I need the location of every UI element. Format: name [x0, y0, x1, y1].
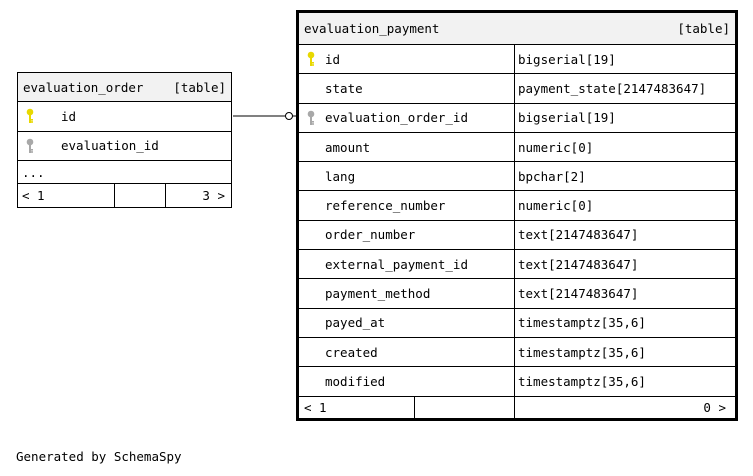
column-name: id	[61, 108, 77, 124]
column-name: payed_at	[325, 315, 386, 331]
column-name: id	[325, 51, 341, 67]
column-row[interactable]: external_payment_id text[2147483647]	[299, 250, 735, 280]
nav-right[interactable]: 3 >	[202, 188, 225, 203]
column-row[interactable]: lang bpchar[2]	[299, 162, 735, 192]
no-key-spacer	[306, 315, 316, 331]
column-name: reference_number	[325, 198, 446, 214]
column-row[interactable]: order_number text[2147483647]	[299, 220, 735, 251]
optional-cardinality-circle	[285, 112, 293, 120]
column-row[interactable]: amount numeric[0]	[299, 132, 735, 163]
column-row[interactable]: payed_at timestamptz[35,6]	[299, 308, 735, 338]
column-name-cell: order_number	[299, 220, 515, 250]
column-name: created	[325, 344, 378, 360]
column-name-cell: external_payment_id	[299, 250, 515, 279]
column-name: state	[325, 80, 363, 96]
table-kind: [table]	[677, 21, 730, 36]
no-key-spacer	[306, 286, 316, 302]
column-row[interactable]: state payment_state[2147483647]	[299, 74, 735, 104]
nav-left[interactable]: < 1	[299, 396, 415, 419]
column-type: numeric[0]	[518, 198, 594, 214]
evaluation-payment-table[interactable]: evaluation_payment [table] id bigserial[1…	[296, 10, 738, 421]
column-type: timestamptz[35,6]	[518, 315, 646, 331]
column-name: lang	[325, 168, 356, 184]
column-name-cell: id	[299, 45, 515, 74]
no-key-spacer	[306, 80, 316, 96]
column-row[interactable]: payment_method text[2147483647]	[299, 279, 735, 309]
column-name: evaluation_order_id	[325, 110, 468, 126]
column-name-cell: reference_number	[299, 191, 515, 220]
column-type: bigserial[19]	[518, 110, 616, 126]
column-name: evaluation_id	[61, 138, 159, 154]
key-icon	[306, 51, 316, 67]
column-row[interactable]: id	[18, 102, 231, 132]
column-name-cell: modified	[299, 367, 515, 396]
column-type: text[2147483647]	[518, 286, 639, 302]
column-type: payment_state[2147483647]	[518, 80, 707, 96]
column-name-cell: lang	[299, 162, 515, 191]
column-type: bigserial[19]	[518, 51, 616, 67]
foreign-key-icon	[306, 110, 316, 126]
column-type: text[2147483647]	[518, 227, 639, 243]
column-name-cell: id	[18, 102, 231, 131]
column-type: timestamptz[35,6]	[518, 373, 646, 389]
column-row[interactable]: id bigserial[19]	[299, 45, 735, 75]
column-name-cell: created	[299, 337, 515, 367]
column-name: modified	[325, 373, 386, 389]
table-name: evaluation_order	[23, 79, 144, 95]
nav-spacer	[415, 396, 515, 419]
column-type: timestamptz[35,6]	[518, 344, 646, 360]
table-header: evaluation_payment [table]	[299, 13, 735, 45]
column-row[interactable]: evaluation_order_id bigserial[19]	[299, 103, 735, 133]
column-name: amount	[325, 139, 371, 155]
foreign-key-icon	[25, 138, 35, 154]
column-row[interactable]: modified timestamptz[35,6]	[299, 367, 735, 397]
column-name-cell: payed_at	[299, 308, 515, 337]
table-footer: < 1 0 >	[299, 396, 735, 419]
table-header: evaluation_order [table]	[18, 73, 231, 102]
evaluation-order-table[interactable]: evaluation_order [table] id evaluation_id…	[17, 72, 232, 208]
column-name-cell: payment_method	[299, 279, 515, 308]
generated-by-footer: Generated by SchemaSpy	[16, 449, 182, 464]
table-kind: [table]	[173, 79, 226, 95]
nav-spacer	[115, 184, 166, 207]
column-name-cell: amount	[299, 132, 515, 162]
column-row[interactable]: reference_number numeric[0]	[299, 191, 735, 221]
column-type: text[2147483647]	[518, 256, 639, 272]
no-key-spacer	[306, 139, 316, 155]
column-name-cell: evaluation_order_id	[299, 103, 515, 132]
more-columns-ellipsis: ...	[18, 161, 231, 184]
column-name-cell: evaluation_id	[18, 132, 231, 161]
no-key-spacer	[306, 373, 316, 389]
table-name: evaluation_payment	[304, 21, 440, 36]
no-key-spacer	[306, 227, 316, 243]
column-name: order_number	[325, 227, 416, 243]
column-type: numeric[0]	[518, 139, 594, 155]
key-icon	[25, 108, 35, 124]
table-footer: < 1 3 >	[18, 184, 231, 207]
no-key-spacer	[306, 198, 316, 214]
nav-right[interactable]: 0 >	[703, 400, 726, 416]
column-name: external_payment_id	[325, 256, 468, 272]
nav-left[interactable]: < 1	[18, 184, 115, 207]
column-name-cell: state	[299, 74, 515, 103]
column-row[interactable]: created timestamptz[35,6]	[299, 337, 735, 368]
no-key-spacer	[306, 168, 316, 184]
column-name: payment_method	[325, 286, 431, 302]
column-type: bpchar[2]	[518, 168, 586, 184]
no-key-spacer	[306, 256, 316, 272]
column-row[interactable]: evaluation_id	[18, 132, 231, 161]
no-key-spacer	[306, 344, 316, 360]
